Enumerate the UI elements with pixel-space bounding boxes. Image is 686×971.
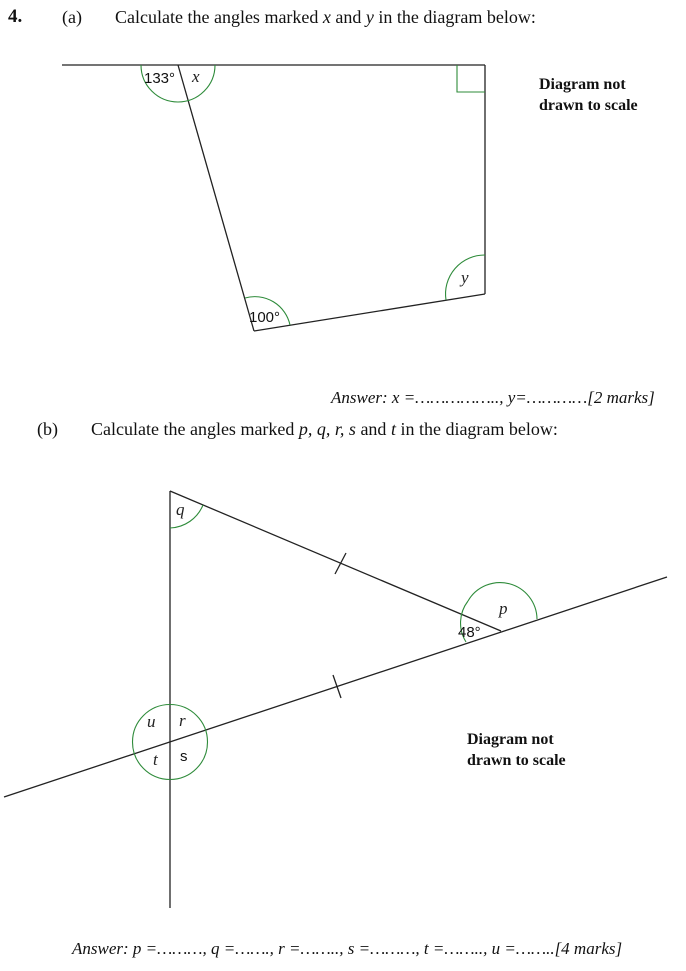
bottom-edge <box>253 293 486 332</box>
part-b-prompt: Calculate the angles marked p, q, r, s a… <box>91 419 558 440</box>
angle-133-label: 133° <box>144 70 175 87</box>
prompt-text: in the diagram below: <box>373 7 536 27</box>
angle-arc-top <box>140 64 216 103</box>
angle-r-label: r <box>179 711 186 730</box>
angle-y-label: y <box>459 268 469 287</box>
angle-u-label: u <box>147 712 156 731</box>
prompt-text: and <box>355 419 391 439</box>
equal-tick-lower <box>332 674 342 699</box>
prompt-text: Calculate the angles marked <box>91 419 299 439</box>
equal-tick-upper <box>334 552 347 575</box>
angle-x-label: x <box>191 67 200 86</box>
part-b-label: (b) <box>37 419 58 439</box>
vars-pqrs: p, q, r, s <box>298 419 356 439</box>
part-b-answer-line: Answer: p =………, q =……., r =…….., s =………,… <box>72 939 623 958</box>
angle-arc-bottom-right <box>445 254 486 301</box>
triangle-slant-edge <box>169 490 502 632</box>
angle-arc-q <box>169 504 204 529</box>
note-line: drawn to scale <box>467 752 566 769</box>
angle-100-label: 100° <box>249 309 280 326</box>
angle-p-label: p <box>498 599 508 618</box>
part-a-label: (a) <box>62 7 82 27</box>
var-t: t <box>390 419 396 439</box>
part-a-answer-line: Answer: x =…………….., y=…………[2 marks] <box>331 388 655 407</box>
question-number: 4. <box>8 6 23 27</box>
angle-s-label: s <box>180 748 188 765</box>
diagram-b-note: Diagram not drawn to scale <box>467 729 566 771</box>
var-y: y <box>365 7 374 27</box>
angle-q-label: q <box>176 500 185 519</box>
slant-edge <box>177 64 255 332</box>
angle-arc-48 <box>459 600 469 643</box>
angle-48-label: 48° <box>458 624 481 641</box>
angle-arc-p <box>467 582 538 620</box>
right-angle-marker <box>456 65 485 93</box>
angle-t-label: t <box>153 750 159 769</box>
prompt-text: and <box>330 7 366 27</box>
prompt-text: in the diagram below: <box>395 419 558 439</box>
note-line: drawn to scale <box>539 97 638 114</box>
angle-arc-bottom-left <box>244 296 291 326</box>
var-x: x <box>322 7 331 27</box>
angle-circle-intersection <box>131 703 209 781</box>
note-line: Diagram not <box>467 731 554 748</box>
diagram-a-note: Diagram not drawn to scale <box>539 74 638 116</box>
long-transversal-line <box>3 576 668 798</box>
note-line: Diagram not <box>539 76 626 93</box>
part-a-prompt: Calculate the angles marked x and y in t… <box>115 7 536 28</box>
prompt-text: Calculate the angles marked <box>115 7 323 27</box>
